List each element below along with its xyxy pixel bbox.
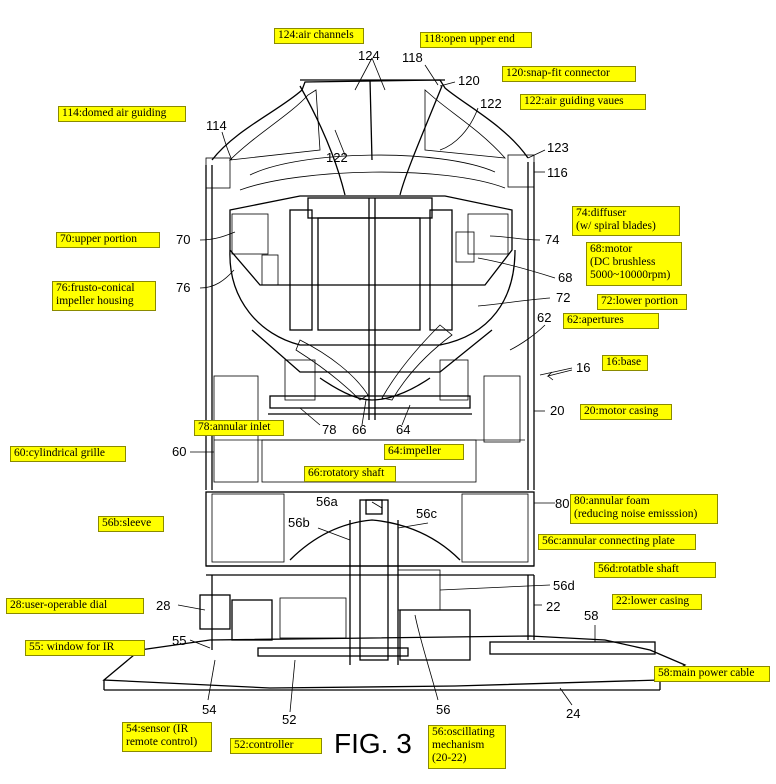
motor [289,197,453,420]
ref-24: 24 [566,706,580,721]
leader-lines [177,57,596,713]
callout-58-main-power-cable: 58:main power cable [654,666,770,682]
ref-70: 70 [176,232,190,247]
callout-124-air-channels: 124:air channels [274,28,364,44]
callout-56c-annular-connecting-plate: 56c:annular connecting plate [538,534,696,550]
impeller-housing [229,249,516,401]
diffuser [229,195,513,286]
ref-16: 16 [576,360,590,375]
callout-56b-sleeve: 56b:sleeve [98,516,164,532]
ref-123: 123 [547,140,569,155]
ref-122-right: 122 [480,96,502,111]
ref-56d: 56d [553,578,575,593]
callout-80-annular-foam: 80:annular foam (reducing noise emisssio… [570,494,718,524]
ref-78: 78 [322,422,336,437]
ref-56: 56 [436,702,450,717]
domed-air-guide [211,79,529,196]
ref-56b: 56b [288,515,310,530]
ref-54: 54 [202,702,216,717]
callout-56-oscillating-mechanism: 56:oscillating mechanism (20-22) [428,725,506,769]
ref-72: 72 [556,290,570,305]
callout-20-motor-casing: 20:motor casing [580,404,672,420]
base-plate [102,635,687,691]
ref-62: 62 [537,310,551,325]
ref-66: 66 [352,422,366,437]
ref-76: 76 [176,280,190,295]
ref-60: 60 [172,444,186,459]
callout-114-domed-air-guiding: 114:domed air guiding [58,106,186,122]
callout-118-open-upper-end: 118:open upper end [420,32,532,48]
callout-16-base: 16:base [602,355,648,371]
ref-122-left: 122 [326,150,348,165]
ref-64: 64 [396,422,410,437]
callout-52-controller: 52:controller [230,738,322,754]
ref-118: 118 [402,50,423,65]
callout-55-window-for-ir: 55: window for IR [25,640,145,656]
annular-foam [205,491,535,567]
callout-66-rotatory-shaft: 66:rotatory shaft [304,466,396,482]
ref-20: 20 [550,403,564,418]
lower-casing [199,565,535,661]
ref-124: 124 [358,48,380,63]
ref-68: 68 [558,270,572,285]
callout-120-snap-fit-connector: 120:snap-fit connector [502,66,636,82]
ref-22: 22 [546,599,560,614]
callout-70-upper-portion: 70:upper portion [56,232,160,248]
arrow-16 [546,369,573,381]
callout-76-impeller-housing: 76:frusto-conical impeller housing [52,281,156,311]
ref-74: 74 [545,232,559,247]
callout-78-annular-inlet: 78:annular inlet [194,420,284,436]
ref-52: 52 [282,712,296,727]
callout-64-impeller: 64:impeller [384,444,464,460]
callout-68-motor: 68:motor (DC brushless 5000~10000rpm) [586,242,682,286]
ref-56a: 56a [316,494,338,509]
callout-62-apertures: 62:apertures [563,313,659,329]
reference-numbers: 124 118 120 122 114 122 123 116 70 74 76… [156,48,598,727]
ref-56c: 56c [416,506,437,521]
ref-120: 120 [458,73,480,88]
ref-55: 55 [172,633,186,648]
ref-58: 58 [584,608,598,623]
oscillating-shaft [349,499,441,665]
ref-80: 80 [555,496,569,511]
ref-116: 116 [547,165,568,180]
callout-28-user-operable-dial: 28:user-operable dial [6,598,144,614]
callout-22-lower-casing: 22:lower casing [612,594,702,610]
impeller [268,377,472,415]
callout-72-lower-portion: 72:lower portion [597,294,687,310]
callout-60-cylindrical-grille: 60:cylindrical grille [10,446,126,462]
ref-28: 28 [156,598,170,613]
ref-114: 114 [206,118,227,133]
callout-122-air-guiding-vanes: 122:air guiding vaues [520,94,646,110]
callout-56d-rotatable-shaft: 56d:rotatble shaft [594,562,716,578]
callout-74-diffuser: 74:diffuser (w/ spiral blades) [572,206,680,236]
callout-54-sensor: 54:sensor (IR remote control) [122,722,212,752]
figure-title: FIG. 3 [334,728,412,759]
